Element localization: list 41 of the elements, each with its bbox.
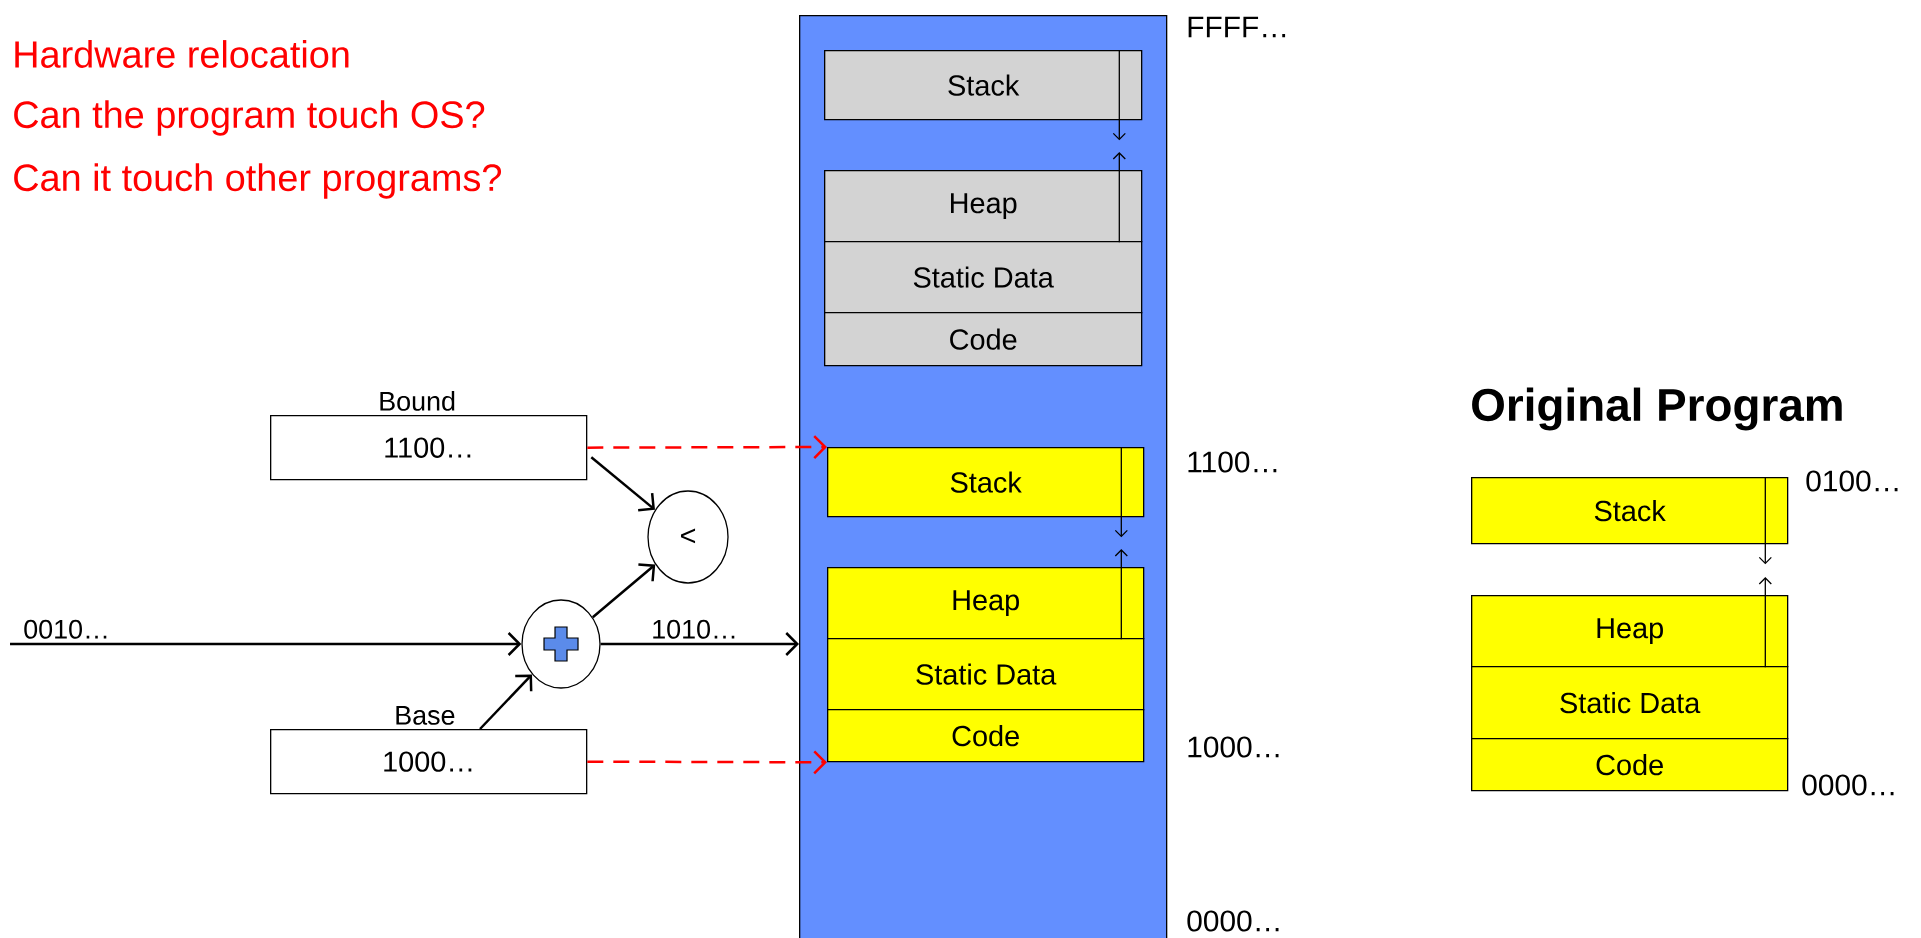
memory-segment: Stack <box>824 50 1143 121</box>
memory-segment: Static Data <box>1471 666 1789 740</box>
arrow <box>479 674 533 730</box>
arrow <box>591 563 656 619</box>
memory-segment: Heap <box>827 567 1145 640</box>
question-text: Can the program touch OS? <box>14 100 485 136</box>
edge-label: 0010… <box>22 618 111 640</box>
memory-segment: Static Data <box>827 638 1145 711</box>
arrow <box>1112 152 1126 243</box>
memory-segment: Code <box>827 709 1145 763</box>
address-label: 0000… <box>1802 774 1894 796</box>
arrow <box>1758 577 1772 668</box>
register-box: 1100… <box>270 415 588 481</box>
arrow <box>600 632 799 656</box>
address-label: FFFF… <box>1188 16 1286 38</box>
arrow <box>590 456 655 512</box>
memory-segment: Stack <box>1471 477 1789 545</box>
memory-segment: Stack <box>827 447 1145 518</box>
question-text: Can it touch other programs? <box>14 163 502 199</box>
memory-segment: Heap <box>1471 595 1789 668</box>
register-label: Base <box>396 706 455 725</box>
dashed-arrow <box>587 750 827 775</box>
memory-segment: Code <box>824 312 1143 367</box>
dashed-arrow <box>587 435 827 459</box>
arrow <box>1112 49 1126 141</box>
heading: Original Program <box>1472 387 1842 431</box>
arrow <box>1758 476 1772 565</box>
address-label: 0100… <box>1806 470 1898 492</box>
memory-segment: Code <box>1471 738 1789 792</box>
arrow <box>1114 446 1128 538</box>
arrow <box>1114 549 1128 640</box>
address-label: 1100… <box>1188 451 1277 473</box>
address-label: 0000… <box>1187 910 1279 932</box>
register-box: 1000… <box>270 729 588 795</box>
register-label: Bound <box>380 391 455 411</box>
memory-segment: Heap <box>824 170 1143 243</box>
edge-label: 1010… <box>650 618 739 640</box>
memory-segment: Static Data <box>824 241 1143 314</box>
address-label: 1000… <box>1188 736 1279 758</box>
question-text: Hardware relocation <box>15 40 349 68</box>
arrow <box>10 632 522 656</box>
